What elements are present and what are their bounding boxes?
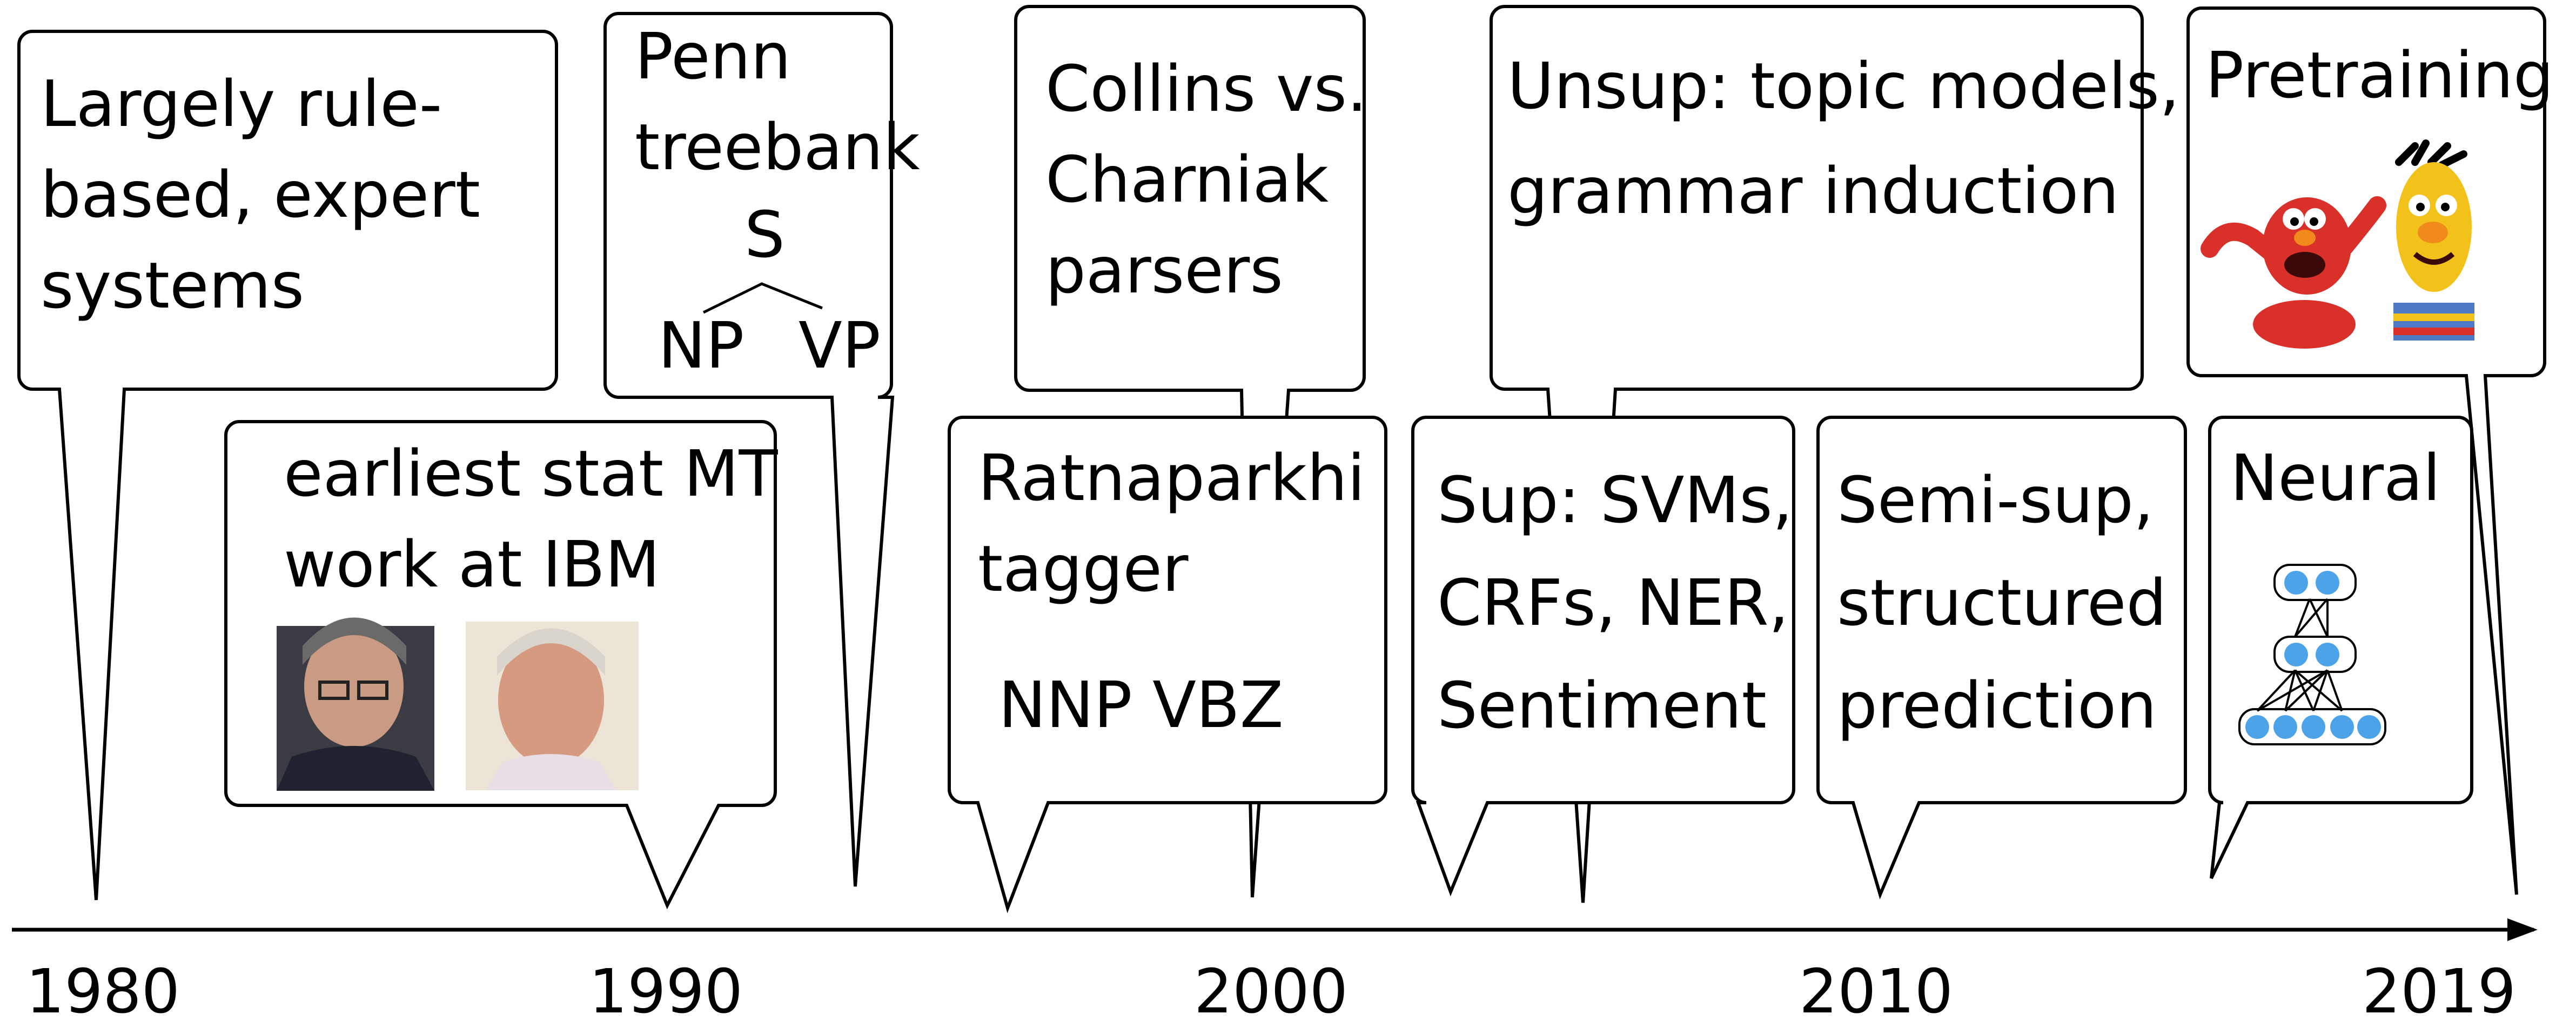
callout-rule-based-line-2: based, expert <box>41 157 480 232</box>
callout-semisup-bubble <box>1816 416 2187 899</box>
callout-collins-line-1: Collins vs. <box>1045 51 1367 126</box>
callout-neural-line-1: Neural <box>2230 441 2441 515</box>
callout-sup-line-2: CRFs, NER, <box>1437 565 1789 640</box>
portrait-photo-1 <box>277 617 434 791</box>
callout-unsup-text: Unsup: topic models, grammar induction <box>1507 41 2180 236</box>
callout-neural-text: Neural <box>2230 432 2440 523</box>
callout-penn-bubble <box>603 12 895 887</box>
callout-penn-text: Penn treebank <box>635 11 920 192</box>
muppet-characters-illustration <box>2201 139 2474 349</box>
callout-rule-based-line-1: Largely rule- <box>41 66 442 141</box>
callout-ibm-text: earliest stat MT work at IBM <box>284 428 778 610</box>
year-label-1990: 1990 <box>589 957 743 1027</box>
callout-pretraining-line-1: Pretraining <box>2205 38 2554 112</box>
elmo-figure <box>2201 196 2386 349</box>
parse-tree-branches <box>702 282 823 314</box>
callout-sup-line-1: Sup: SVMs, <box>1437 463 1793 537</box>
callout-sup-line-3: Sentiment <box>1437 668 1767 743</box>
callout-penn-line-2: treebank <box>635 110 920 184</box>
callout-sup-bubble <box>1411 416 1795 897</box>
callout-rule-based-bubble <box>17 30 558 901</box>
callout-penn-line-1: Penn <box>635 19 791 94</box>
callout-ibm-line-1: earliest stat MT <box>284 436 778 511</box>
parse-tree-left: NP <box>658 308 744 383</box>
callout-collins-text: Collins vs. Charniak parsers <box>1045 43 1367 316</box>
callout-neural-bubble <box>2208 416 2473 879</box>
callout-ibm-line-2: work at IBM <box>284 527 660 602</box>
callout-ratnaparkhi-tags: NNP VBZ <box>998 668 1284 742</box>
neural-network-icon <box>2238 564 2386 745</box>
callout-rule-based-text: Largely rule- based, expert systems <box>41 58 480 331</box>
callout-semisup-line-1: Semi-sup, <box>1837 463 2154 537</box>
callout-rule-based-line-3: systems <box>41 248 305 323</box>
callout-ratnaparkhi-line-1: Ratnaparkhi <box>978 441 1365 515</box>
callout-ratnaparkhi-text: Ratnaparkhi tagger <box>978 432 1365 614</box>
callout-ratnaparkhi-line-2: tagger <box>978 531 1189 606</box>
callout-unsup-line-1: Unsup: topic models, <box>1507 49 2180 123</box>
year-label-2000: 2000 <box>1194 957 1349 1027</box>
year-label-1980: 1980 <box>26 957 180 1027</box>
parse-tree-root: S <box>744 197 785 272</box>
year-label-2010: 2010 <box>1799 957 1954 1027</box>
callout-sup-text: Sup: SVMs, CRFs, NER, Sentiment <box>1437 449 1793 757</box>
portrait-photo-2 <box>466 622 639 790</box>
callout-pretraining-text: Pretraining <box>2205 30 2554 121</box>
callout-unsup-line-2: grammar induction <box>1507 154 2119 228</box>
callout-collins-line-2: Charniak <box>1045 142 1329 217</box>
callout-collins-line-3: parsers <box>1045 233 1283 308</box>
callout-semisup-line-3: prediction <box>1837 668 2157 743</box>
bert-figure <box>2393 139 2474 341</box>
callout-ratnaparkhi-bubble <box>948 416 1387 913</box>
year-label-2019: 2019 <box>2362 957 2517 1027</box>
callout-semisup-line-2: structured <box>1837 565 2167 640</box>
parse-tree-right: VP <box>799 308 881 383</box>
callout-semisup-text: Semi-sup, structured prediction <box>1837 449 2166 757</box>
